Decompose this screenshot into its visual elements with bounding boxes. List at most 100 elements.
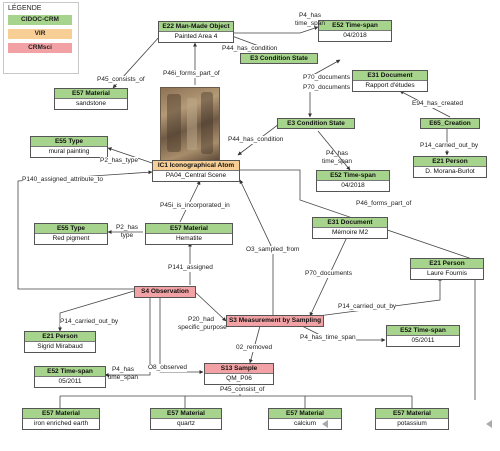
node-value: Hematite [146, 233, 232, 244]
edge-label-p70-b: P70_documents [303, 84, 350, 92]
edge-p70-a [312, 59, 341, 76]
node-header: S3 Measurement by Sampling [227, 316, 323, 326]
edge-label-p45i: P45i_is_incorporated_in [160, 202, 230, 210]
node-header: E3 Condition State [278, 119, 354, 128]
node-value: calcium [269, 418, 341, 429]
node-value: quartz [151, 418, 221, 429]
node-value: iron enriched earth [23, 418, 99, 429]
node-value: Painted Area 4 [159, 31, 233, 42]
node-e52-time-span-right[interactable]: E52 Time-span 05/2011 [386, 325, 460, 347]
edge-p2-mural [107, 147, 153, 164]
edge-label-p14-sigrid: P14_carried_out_by [60, 318, 119, 326]
node-value: Sigrid Mirabaud [25, 341, 95, 352]
node-value: QM_P06 [205, 373, 273, 384]
node-header: E57 Material [23, 409, 99, 418]
node-header: E55 Type [35, 224, 107, 233]
edge-p20 [193, 290, 227, 322]
node-e55-type-mural[interactable]: E55 Type mural painting [30, 136, 108, 158]
edge-label-p141: P141_assigned [168, 264, 213, 272]
legend: LÉGENDE CIDOC-CRM VIR CRMsci [3, 2, 79, 74]
legend-item-vir: VIR [8, 29, 72, 39]
legend-item-crmsci: CRMsci [8, 43, 72, 53]
edge-label-p45-sample: P45_consist_of [220, 386, 265, 394]
legend-item-cidoc: CIDOC-CRM [8, 15, 72, 25]
node-e57-material-potassium[interactable]: E57 Material potassium [375, 408, 449, 430]
edge-o8 [159, 291, 204, 374]
node-header: S4 Observation [135, 287, 195, 297]
edge-label-p14-morana: P14_carried_out_by [420, 142, 479, 150]
edge-p4-mid [317, 130, 351, 171]
node-e57-material-iron[interactable]: E57 Material iron enriched earth [22, 408, 100, 430]
node-e52-time-span-top[interactable]: E52 Time-span 04/2018 [318, 20, 392, 42]
node-header: E52 Time-span [319, 21, 391, 30]
edge-label-p4-s4: P4_has time_span [108, 366, 138, 381]
edge-label-p70-a: P70_documents [303, 74, 350, 82]
node-e22-man-made-object[interactable]: E22 Man-Made Object Painted Area 4 [158, 21, 234, 43]
node-value: D. Morana-Burlot [414, 166, 486, 177]
node-value: 05/2011 [387, 335, 459, 346]
edge-label-p44-top: P44_has_condition [222, 45, 278, 53]
node-e21-person-morana[interactable]: E21 Person D. Morana-Burlot [413, 156, 487, 178]
edge-label-p14-fournis: P14_carried_out_by [338, 303, 397, 311]
edge-p4-s4 [104, 291, 151, 377]
edge-label-p140: P140_assigned_attribute_to [22, 176, 103, 184]
node-e57-material-sandstone[interactable]: E57 Material sandstone [54, 88, 128, 110]
edge-label-o8: O8_observed [148, 364, 188, 372]
node-header: E57 Material [55, 89, 127, 98]
node-header: E31 Document [313, 218, 387, 227]
node-e31-document-memoire[interactable]: E31 Document Mémoire M2 [312, 217, 388, 239]
node-e57-material-quartz[interactable]: E57 Material quartz [150, 408, 222, 430]
edge-label-o2: 02_removed [236, 344, 273, 352]
node-e57-material-calcium[interactable]: E57 Material calcium [268, 408, 342, 430]
node-header: E31 Document [353, 71, 427, 80]
node-value: potassium [376, 418, 448, 429]
node-e3-condition-state-mid[interactable]: E3 Condition State [277, 118, 355, 129]
edge-label-p2-mural: P2_has_type [100, 157, 138, 165]
node-s4-observation[interactable]: S4 Observation [134, 286, 196, 298]
node-e65-creation[interactable]: E65_Creation [420, 118, 480, 129]
node-header: E57 Material [151, 409, 221, 418]
painting-thumbnail [160, 87, 220, 161]
edge-label-e94: E94_has_created [412, 100, 463, 108]
node-s3-measurement-by-sampling[interactable]: S3 Measurement by Sampling [226, 315, 324, 327]
edge-label-p46i: P46i_forms_part_of [163, 70, 220, 78]
node-value: Laure Fournis [411, 268, 483, 279]
node-e21-person-sigrid[interactable]: E21 Person Sigrid Mirabaud [24, 331, 96, 353]
edge-p4-top [232, 26, 319, 34]
edge-label-p4-s3: P4_has_time_span [300, 334, 356, 342]
node-value: 04/2018 [319, 30, 391, 41]
node-header: IC1 Iconographical Atom [153, 161, 239, 170]
edge-label-p20: P20_had specific_purpose [178, 316, 227, 331]
node-header: E21 Person [411, 259, 483, 268]
node-e57-material-hematite[interactable]: E57 Material Hematite [145, 223, 233, 245]
node-e31-document-rapport[interactable]: E31 Document Rapport d'études [352, 70, 428, 92]
node-header: E52 Time-span [35, 367, 105, 376]
node-value: Rapport d'études [353, 80, 427, 91]
left-arrow-icon [322, 420, 328, 428]
node-value: PA04_Central Scene [153, 170, 239, 181]
node-header: E21 Person [414, 157, 486, 166]
node-e52-time-span-mid[interactable]: E52 Time-span 04/2018 [316, 170, 390, 192]
edge-label-o3: O3_sampled_from [246, 246, 300, 254]
node-header: E21 Person [25, 332, 95, 341]
node-value: sandstone [55, 98, 127, 109]
node-value: 05/2011 [35, 376, 105, 387]
node-e21-person-fournis[interactable]: E21 Person Laure Fournis [410, 258, 484, 280]
edge-label-p2-red: P2_has type [115, 224, 139, 239]
node-ic1-iconographical-atom[interactable]: IC1 Iconographical Atom PA04_Central Sce… [152, 160, 240, 182]
edge-label-p45-sandstone: P45_consists_of [97, 76, 145, 84]
edge-label-p4-top: P4_has time_span [295, 12, 325, 27]
node-e55-type-red-pigment[interactable]: E55 Type Red pigment [34, 223, 108, 245]
node-header: E55 Type [31, 137, 107, 146]
node-header: E3 Condition State [241, 54, 317, 63]
edge-label-p70-memoire: P70_documents [305, 270, 352, 278]
edge-p45i [179, 180, 201, 223]
node-header: E52 Time-span [387, 326, 459, 335]
node-s13-sample[interactable]: S13 Sample QM_P06 [204, 363, 274, 385]
node-e52-time-span-left[interactable]: E52 Time-span 05/2011 [34, 366, 106, 388]
node-e3-condition-state-top[interactable]: E3 Condition State [240, 53, 318, 64]
node-header: E57 Material [376, 409, 448, 418]
edge-label-p46-right: P46_forms_part_of [356, 200, 412, 208]
node-value: Mémoire M2 [313, 227, 387, 238]
node-header: E22 Man-Made Object [159, 22, 233, 31]
